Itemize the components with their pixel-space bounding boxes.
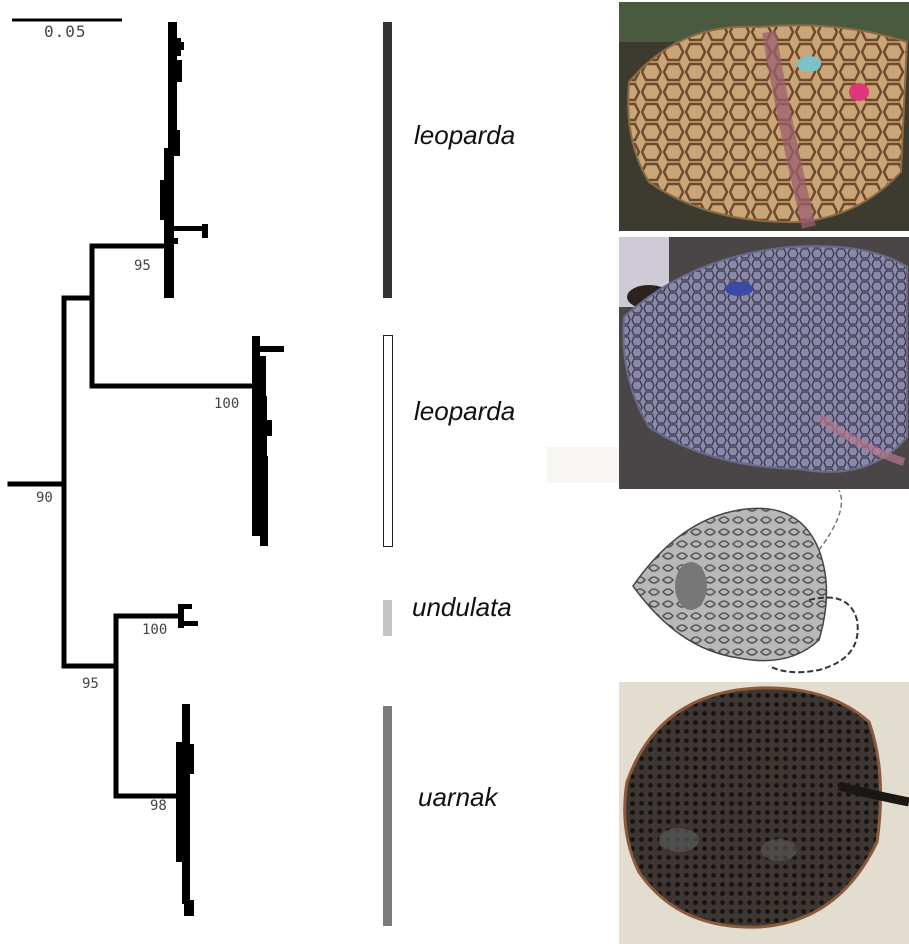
clade-bar-undulata	[383, 600, 392, 636]
clade-label-uarnak: uarnak	[418, 782, 498, 813]
support-value-uarnak: 98	[150, 798, 167, 814]
clade-bar-leopardA	[383, 22, 392, 298]
uarnak-terminal-cluster	[176, 704, 194, 916]
scale-bar-label: 0.05	[44, 22, 87, 41]
clade-bar-leopardB	[383, 335, 393, 547]
support-value-leopardA: 95	[134, 258, 151, 274]
leopardA-terminal-cluster	[160, 22, 208, 298]
clade-label-leopardA: leoparda	[414, 120, 515, 151]
clade-label-leopardB: leoparda	[414, 396, 515, 427]
clade-bar-uarnak	[383, 706, 392, 926]
illustration-undulata	[619, 490, 909, 678]
leopardB-terminal-cluster	[252, 336, 284, 546]
support-value-undulata: 100	[142, 622, 167, 638]
background-patch	[547, 447, 619, 483]
support-value-root: 90	[36, 490, 53, 506]
photo-leoparda-tan	[619, 2, 909, 231]
photo-leoparda-grey	[619, 237, 909, 489]
support-value-undulata-uarnak: 95	[82, 676, 99, 692]
clade-label-undulata: undulata	[412, 592, 512, 623]
support-value-leopardB: 100	[214, 396, 239, 412]
photo-uarnak	[619, 682, 909, 944]
undulata-terminal-cluster	[178, 604, 198, 628]
